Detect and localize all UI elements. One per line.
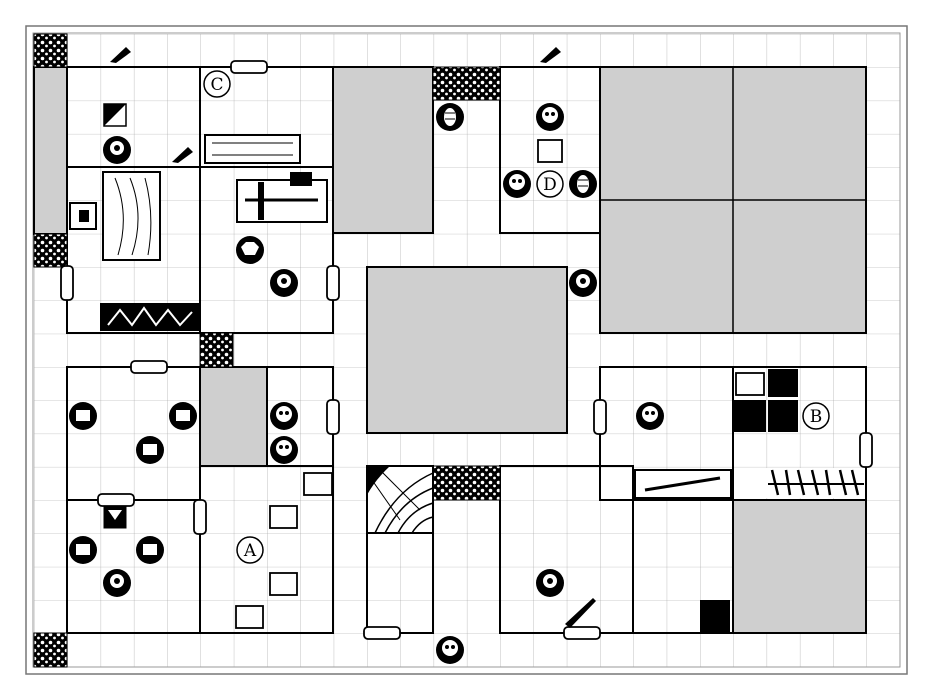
- door-icon[interactable]: [563, 626, 601, 640]
- fimir-token-icon[interactable]: [569, 269, 597, 297]
- treasure-chest-icon[interactable]: [735, 372, 765, 396]
- door-icon[interactable]: [326, 399, 340, 435]
- door-icon[interactable]: [859, 432, 873, 468]
- skull-token-icon[interactable]: [503, 170, 531, 198]
- room-d: [499, 66, 601, 234]
- door-icon[interactable]: [130, 360, 168, 374]
- fimir-token-icon[interactable]: [270, 269, 298, 297]
- solid-block-small: [199, 366, 268, 467]
- blocked-square-icon: [33, 632, 68, 668]
- treasure-chest-icon[interactable]: [235, 605, 264, 629]
- fimir-token-icon[interactable]: [103, 569, 131, 597]
- goblin-token-icon[interactable]: [236, 236, 264, 264]
- orc-token-icon[interactable]: [169, 402, 197, 430]
- skull-token-icon[interactable]: [436, 636, 464, 664]
- treasure-chest-icon[interactable]: [269, 505, 298, 529]
- fimir-token-icon[interactable]: [103, 136, 131, 164]
- pit-trap-icon: [103, 103, 127, 127]
- door-icon[interactable]: [230, 60, 268, 74]
- throne-icon: [69, 202, 97, 230]
- cupboard-icon: [700, 369, 798, 633]
- solid-block-bottom-right: [732, 499, 867, 634]
- treasure-chests: [235, 139, 765, 629]
- spear-trap-icon: [565, 598, 596, 628]
- orc-tokens: [69, 236, 264, 564]
- solid-block-center: [366, 266, 568, 434]
- treasure-chest-icon[interactable]: [303, 472, 333, 496]
- falling-rock-trap-icon: [110, 47, 131, 63]
- solid-block-left: [33, 66, 68, 235]
- skull-token-icon[interactable]: [270, 436, 298, 464]
- pit-traps: [103, 103, 127, 529]
- marker-a-label: A: [243, 541, 257, 561]
- pit-trap-icon: [103, 505, 127, 529]
- falling-rock-traps: [110, 47, 561, 163]
- blocked-square-icon: [432, 465, 501, 501]
- marker-d[interactable]: D: [536, 170, 564, 198]
- stairway-icon: [366, 465, 434, 534]
- room-east-lower: [632, 499, 734, 634]
- skull-token-icon[interactable]: [270, 402, 298, 430]
- table-icon: [102, 171, 161, 261]
- blocked-square-icon: [33, 33, 68, 68]
- door-icon[interactable]: [363, 626, 401, 640]
- fimir-tokens: [103, 103, 597, 597]
- fireplace-icon: [100, 303, 200, 331]
- orc-token-icon[interactable]: [136, 536, 164, 564]
- blocked-square-icon: [199, 332, 234, 368]
- blocked-squares: [33, 33, 501, 668]
- bookcase-icon: [634, 469, 732, 499]
- lettered-markers: A B C D: [203, 70, 830, 564]
- falling-rock-trap-icon: [172, 147, 193, 163]
- door-icon[interactable]: [193, 499, 207, 535]
- skull-tokens: [270, 103, 664, 664]
- door-icon[interactable]: [97, 493, 135, 507]
- orc-token-icon[interactable]: [69, 402, 97, 430]
- door-icon[interactable]: [60, 265, 74, 301]
- solid-block-top: [332, 66, 434, 234]
- marker-a[interactable]: A: [236, 536, 264, 564]
- falling-rock-trap-icon: [540, 47, 561, 63]
- torture-rack-icon: [236, 172, 328, 223]
- furniture: [69, 134, 864, 633]
- marker-c[interactable]: C: [203, 70, 231, 98]
- fimir-token-icon[interactable]: [536, 569, 564, 597]
- treasure-chest-icon[interactable]: [269, 572, 298, 596]
- marker-b[interactable]: B: [802, 402, 830, 430]
- orc-token-icon[interactable]: [136, 436, 164, 464]
- mummy-token-icon[interactable]: [436, 103, 464, 131]
- blocked-square-icon: [33, 233, 68, 268]
- orc-token-icon[interactable]: [69, 536, 97, 564]
- solid-block-dividers: [600, 67, 866, 333]
- room-rack: [199, 166, 334, 334]
- door-icon[interactable]: [326, 265, 340, 301]
- skull-token-icon[interactable]: [536, 103, 564, 131]
- treasure-chest-icon[interactable]: [537, 139, 563, 163]
- mummy-token-icon[interactable]: [569, 170, 597, 198]
- doors: [60, 60, 873, 640]
- marker-d-label: D: [543, 175, 557, 195]
- marker-b-label: B: [810, 407, 823, 427]
- door-icon[interactable]: [593, 399, 607, 435]
- weapons-rack-icon: [766, 468, 864, 498]
- room-a: [199, 465, 334, 634]
- marker-c-label: C: [210, 75, 223, 95]
- skull-token-icon[interactable]: [636, 402, 664, 430]
- tomb-icon: [204, 134, 301, 164]
- blocked-square-icon: [432, 66, 501, 101]
